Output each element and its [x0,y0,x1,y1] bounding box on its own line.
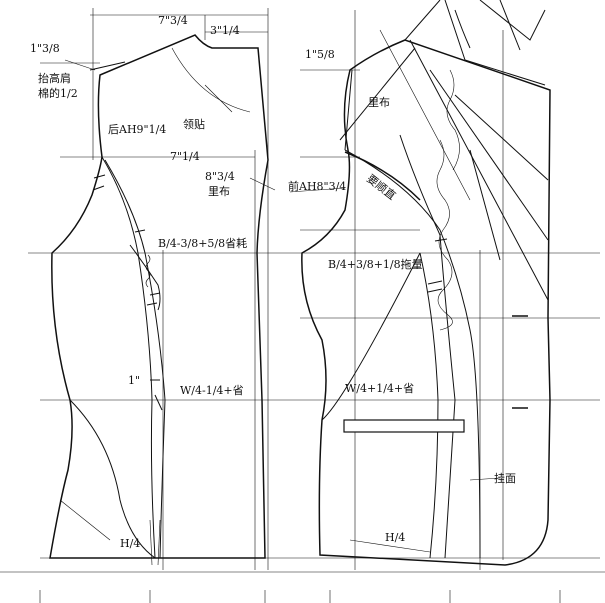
back-labels: 7"3/4 3"1/4 1"3/8 抬高肩 棉的1/2 领贴 后AH9"1/4 … [30,14,247,550]
raise-shoulder-label-2: 棉的1/2 [38,86,78,100]
front-smooth-note: 要顺直 [364,171,399,202]
front-hip-formula: H/4 [385,531,405,544]
front-armhole-label: 前AH8"3/4 [288,179,346,193]
back-neck-width: 3"1/4 [210,24,240,37]
front-lining-label: 里布 [368,96,390,109]
back-panel [49,34,276,566]
back-shoulder-drop: 1"3/8 [30,42,60,55]
welt-pocket [343,419,465,433]
back-outline [49,34,269,559]
front-labels: 1"5/8 里布 前AH8"3/4 要顺直 B/4+3/8+1/8拖量 W/4+… [288,48,516,544]
back-facing-label: 领贴 [183,117,205,131]
front-facing-hang: 挂面 [494,471,516,485]
front-outline [301,39,551,566]
back-hip-formula: H/4 [120,537,140,550]
back-shoulder-width: 7"3/4 [158,14,188,27]
back-lining-measure: 8"3/4 [205,170,235,183]
vertical-guides [39,8,561,603]
back-armhole-label: 后AH9"1/4 [108,123,166,136]
front-bust-formula: B/4+3/8+1/8拖量 [328,257,423,271]
front-waist-formula: W/4+1/4+省 [345,382,414,395]
back-waist-formula: W/4-1/4+省 [180,384,244,397]
back-lining-label: 里布 [208,185,230,198]
back-waist-marker: 1" [128,374,140,387]
reference-lines [0,14,605,573]
front-shoulder-drop: 1"5/8 [305,48,335,61]
back-chest-width: 7"1/4 [170,150,200,163]
raise-shoulder-label: 抬高肩 [38,71,71,85]
back-bust-formula: B/4-3/8+5/8省耗 [158,237,247,250]
front-panel [289,0,551,566]
